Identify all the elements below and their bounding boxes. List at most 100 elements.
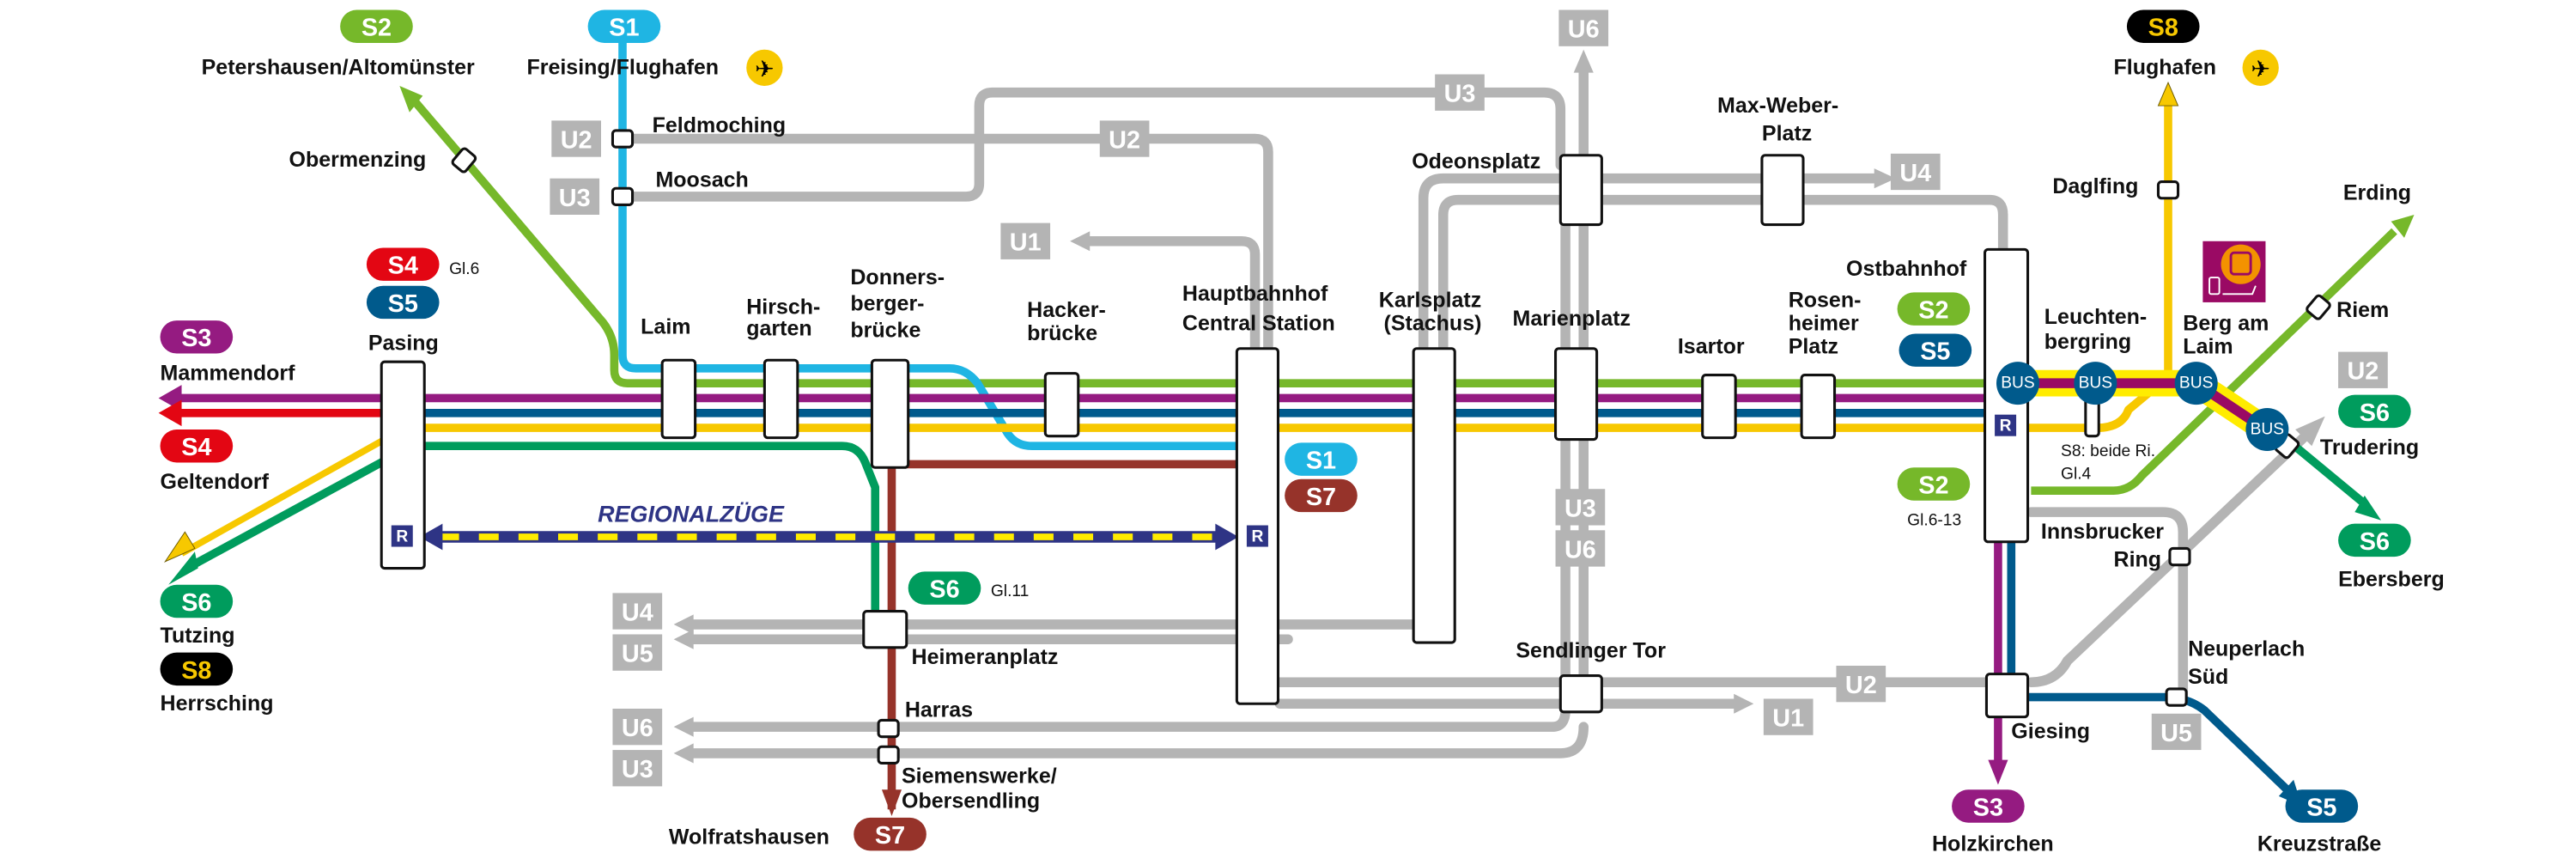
station-label-maxweber-1: Max-Weber- bbox=[1717, 94, 1838, 118]
station-heimeranplatz[interactable] bbox=[862, 610, 908, 649]
badge-text: S7 bbox=[875, 822, 905, 850]
station-obermenzing[interactable] bbox=[451, 147, 477, 174]
station-label-harras: Harras bbox=[905, 698, 973, 722]
badge-text: S1 bbox=[609, 15, 639, 42]
dest-tutzing: Tutzing bbox=[161, 624, 235, 648]
station-label-innsbrucker-2: Ring bbox=[2114, 548, 2162, 572]
ubadge-text: U4 bbox=[1899, 160, 1931, 187]
station-riem[interactable] bbox=[2306, 294, 2331, 320]
badge-text: S1 bbox=[1306, 448, 1336, 475]
svg-text:✈: ✈ bbox=[2251, 56, 2270, 82]
station-odeonsplatz[interactable] bbox=[1558, 154, 1603, 227]
ubadge-u4-right: U4 bbox=[1890, 153, 1941, 191]
regional-line bbox=[419, 523, 1239, 551]
badge-s3-mammendorf: S3 bbox=[160, 320, 234, 354]
station-karlsplatz[interactable] bbox=[1412, 347, 1456, 644]
station-siemenswerke[interactable] bbox=[877, 745, 900, 765]
badge-s6-ebersberg: S6 bbox=[2338, 523, 2411, 557]
ubadge-u3-left: U3 bbox=[612, 750, 663, 787]
dest-kreuzstrasse: Kreuzstraße bbox=[2257, 832, 2382, 856]
station-donnersbergerbruecke[interactable] bbox=[870, 358, 910, 469]
station-label-rosenheimer-1: Rosen- bbox=[1789, 289, 1862, 313]
ubadge-u2-sendl: U2 bbox=[1836, 666, 1886, 703]
note-ostbf-track: Gl.6-13 bbox=[1907, 512, 1961, 530]
badge-text: S3 bbox=[1973, 794, 2003, 821]
bus-leuchtenbergring: BUS bbox=[2079, 375, 2113, 393]
station-daglfing[interactable] bbox=[2156, 180, 2180, 200]
station-label-karlsplatz-1: Karlsplatz bbox=[1379, 289, 1481, 313]
ubadge-text: U3 bbox=[1444, 81, 1476, 108]
station-hirschgarten[interactable] bbox=[762, 358, 799, 440]
s6-line-west bbox=[424, 442, 880, 624]
station-marienplatz[interactable] bbox=[1554, 347, 1599, 442]
svg-text:✈: ✈ bbox=[755, 56, 775, 82]
station-label-karlsplatz-2: (Stachus) bbox=[1384, 312, 1482, 336]
station-label-isartor: Isartor bbox=[1678, 335, 1745, 359]
badge-s5-kreuzstrasse: S5 bbox=[2285, 789, 2359, 823]
bus-transfer-icon bbox=[2202, 241, 2266, 302]
station-label-neuperlach-1: Neuperlach bbox=[2188, 637, 2305, 661]
ubadge-text: U2 bbox=[2347, 358, 2379, 386]
dest-holzkirchen: Holzkirchen bbox=[1932, 832, 2054, 856]
station-label-odeonsplatz: Odeonsplatz bbox=[1412, 149, 1540, 174]
station-label-siemenswerke-1: Siemenswerke/ bbox=[902, 765, 1057, 789]
ubadge-text: U5 bbox=[2160, 720, 2192, 747]
ubadge-u6-top: U6 bbox=[1558, 9, 1609, 46]
station-moosach[interactable] bbox=[611, 186, 635, 206]
station-feldmoching[interactable] bbox=[611, 129, 635, 149]
badge-text: S6 bbox=[2360, 528, 2390, 556]
dest-trudering: Trudering bbox=[2320, 436, 2419, 460]
station-hackerbruecke[interactable] bbox=[1043, 372, 1080, 438]
station-giesing[interactable] bbox=[1984, 673, 2030, 719]
station-neuperlach[interactable] bbox=[2165, 687, 2188, 707]
bus-ostbahnhof: BUS bbox=[2001, 375, 2035, 393]
badge-text: S2 bbox=[361, 15, 392, 42]
station-label-marienplatz: Marienplatz bbox=[1513, 307, 1631, 331]
station-label-hbf-2: Central Station bbox=[1182, 312, 1335, 336]
station-label-hirschgarten-1: Hirsch- bbox=[746, 295, 820, 319]
station-harras[interactable] bbox=[877, 718, 900, 739]
u4-line-east bbox=[1418, 173, 1880, 356]
u3-line-north bbox=[617, 87, 1566, 202]
station-maxweberplatz[interactable] bbox=[1760, 154, 1805, 227]
badge-text: S5 bbox=[1920, 338, 1950, 366]
badge-text: S8 bbox=[2148, 15, 2178, 42]
dest-geltendorf: Geltendorf bbox=[161, 470, 270, 494]
station-laim[interactable] bbox=[660, 358, 697, 440]
ubadge-u5-neuperlach: U5 bbox=[2151, 713, 2202, 751]
ubadge-text: U1 bbox=[1772, 705, 1804, 733]
ubadge-text: U1 bbox=[1010, 229, 1042, 257]
station-pasing[interactable] bbox=[380, 360, 426, 570]
station-label-hacker-1: Hacker- bbox=[1027, 298, 1106, 322]
airplane-icon: ✈ bbox=[2242, 49, 2279, 86]
regional-marker-hbf: R bbox=[1251, 528, 1263, 546]
bus-stops: BUS BUS BUS BUS bbox=[1996, 362, 2289, 451]
dest-ebersberg: Ebersberg bbox=[2338, 568, 2445, 592]
station-label-neuperlach-2: Süd bbox=[2188, 665, 2228, 689]
bus-trudering: BUS bbox=[2251, 421, 2285, 439]
badge-text: S6 bbox=[2360, 399, 2390, 427]
badge-s4-geltendorf: S4 bbox=[160, 430, 234, 463]
station-innsbruckerring[interactable] bbox=[2168, 546, 2191, 567]
dest-erding: Erding bbox=[2343, 181, 2411, 205]
badge-s5-pasing: S5 bbox=[366, 285, 440, 320]
station-label-bergamlaim-2: Laim bbox=[2183, 335, 2233, 359]
badge-text: S5 bbox=[2306, 794, 2336, 821]
badge-text: S8 bbox=[181, 657, 211, 685]
station-rosenheimerplatz[interactable] bbox=[1800, 374, 1837, 440]
station-isartor[interactable] bbox=[1701, 374, 1737, 440]
badge-text: S4 bbox=[181, 434, 211, 461]
ubahn-lines bbox=[617, 61, 2309, 758]
station-label-leuchtenbergring-2: bergring bbox=[2044, 330, 2131, 354]
station-label-moosach: Moosach bbox=[655, 168, 748, 192]
station-sendlingertor[interactable] bbox=[1558, 674, 1603, 714]
badge-text: S6 bbox=[929, 576, 959, 604]
station-label-rosenheimer-2: heimer bbox=[1789, 312, 1859, 336]
ubadge-u4-left: U4 bbox=[612, 593, 663, 630]
ubahn-arrows bbox=[673, 49, 2325, 764]
labels: Petershausen/Altomünster Freising/Flugha… bbox=[161, 56, 2445, 856]
ubadge-text: U2 bbox=[1109, 126, 1140, 154]
badge-s6-trudering: S6 bbox=[2338, 394, 2411, 429]
